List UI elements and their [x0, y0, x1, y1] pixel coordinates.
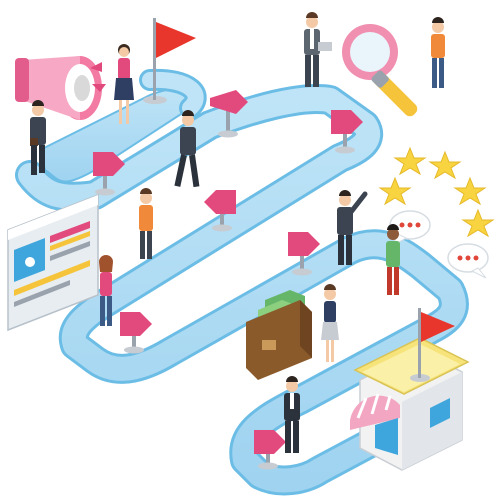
arrow-sign-icon [93, 90, 363, 470]
storefront-icon [350, 308, 470, 471]
megaphone-icon [15, 56, 106, 120]
person-figure [30, 12, 445, 453]
star-icon [378, 146, 495, 238]
flag-icon [143, 18, 196, 104]
journey-path [15, 68, 469, 496]
browser-window-icon [7, 193, 99, 332]
magnifier-icon [342, 24, 418, 117]
wallet-icon [246, 290, 312, 380]
